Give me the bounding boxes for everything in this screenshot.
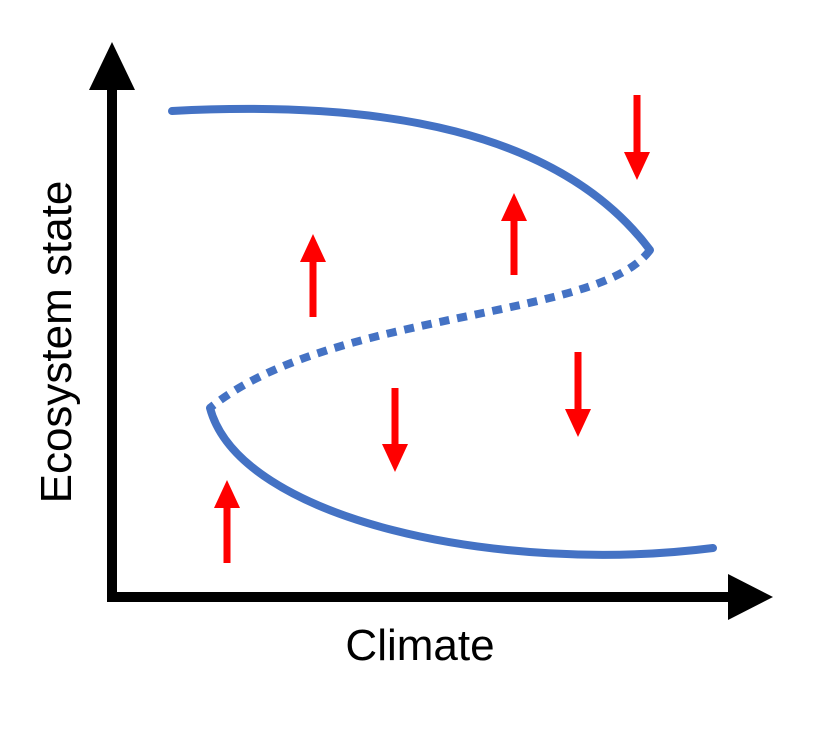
unstable-branch	[207, 247, 654, 412]
arrow-down	[624, 95, 650, 180]
lower-stable-branch	[206, 404, 717, 559]
arrow-up	[300, 234, 326, 317]
arrow-down	[382, 388, 408, 472]
arrow-up	[214, 480, 240, 563]
y-axis-arrowhead	[89, 42, 135, 90]
upper-stable-branch	[168, 104, 654, 254]
arrow-down	[565, 352, 591, 437]
x-axis-arrowhead	[728, 574, 773, 620]
equilibrium-curve	[168, 104, 717, 559]
direction-arrows	[214, 95, 650, 563]
y-axis-label: Ecosystem state	[32, 181, 81, 504]
axes	[89, 42, 773, 620]
arrow-up	[501, 193, 527, 275]
x-axis-label: Climate	[345, 621, 494, 670]
